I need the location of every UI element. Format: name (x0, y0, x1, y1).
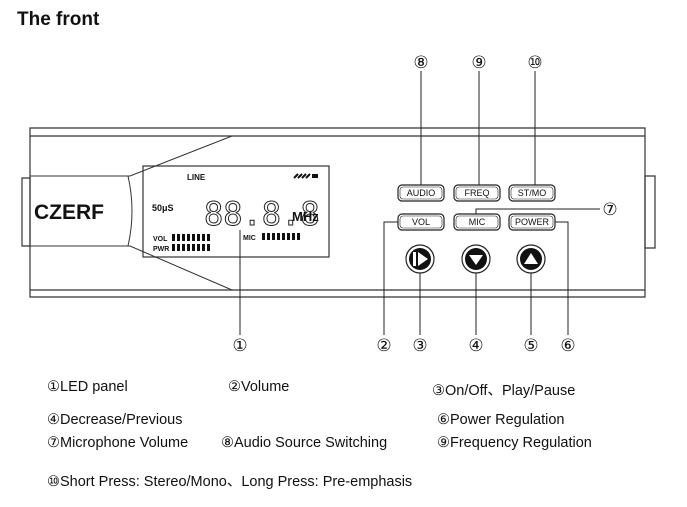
page-title: The front (17, 9, 100, 30)
lcd-panel: LINE 50μS 88.8.8 MHz VOL PWR MIC (142, 165, 330, 258)
lcd-vol-meter (172, 234, 210, 241)
legend-led-panel: ①LED panel (47, 379, 128, 395)
lcd-pre-emphasis: 50μS (152, 203, 174, 213)
down-arrow-icon (469, 255, 483, 265)
power-button-label: POWER (515, 217, 550, 227)
lcd-pwr-label: PWR (153, 246, 169, 253)
audio-button-label: AUDIO (407, 188, 436, 198)
freq-button-label: FREQ (464, 188, 489, 198)
mic-button-label: MIC (469, 217, 486, 227)
st-mo-button-label: ST/MO (518, 188, 547, 198)
legend-microphone-volume: ⑦Microphone Volume (47, 435, 189, 451)
legend-decrease: ④Decrease/Previous (47, 412, 183, 428)
callout-1: ① (232, 336, 247, 356)
callout-7: ⑦ (602, 200, 617, 220)
legend-on-off: ③On/Off、Play/Pause (432, 383, 576, 399)
legend-volume: ②Volume (228, 379, 290, 395)
callout-4: ④ (468, 336, 483, 356)
lcd-frequency-digits: 88.8.8 (204, 195, 320, 233)
lcd-line-label: LINE (187, 173, 206, 182)
leader-lines (239, 71, 600, 335)
up-arrow-icon (524, 253, 538, 264)
callout-6: ⑥ (560, 336, 575, 356)
device-body (21, 127, 656, 298)
lcd-mic-label: MIC (243, 235, 256, 242)
play-pause-icon (413, 252, 428, 266)
legend-power-regulation: ⑥Power Regulation (437, 412, 565, 428)
legend-audio-source: ⑧Audio Source Switching (221, 435, 388, 451)
mic-button[interactable] (453, 213, 501, 231)
lcd-mic-meter (262, 233, 300, 240)
vol-button-label: VOL (412, 217, 430, 227)
callout-10: ⑩ (527, 53, 542, 73)
legend-frequency: ⑨Frequency Regulation (437, 435, 592, 451)
lcd-signal-icon (293, 173, 318, 179)
play-pause-button[interactable] (405, 244, 435, 274)
lcd-pwr-meter (172, 244, 210, 251)
legend-stereo-mono: ⑩Short Press: Stereo/Mono、Long Press: Pr… (47, 474, 413, 490)
callout-9: ⑨ (471, 53, 486, 73)
lcd-vol-label: VOL (153, 236, 168, 243)
increase-button[interactable] (516, 244, 546, 274)
decrease-button[interactable] (461, 244, 491, 274)
st-mo-button[interactable] (508, 184, 556, 202)
lcd-unit: MHz (292, 209, 319, 224)
brand-logo: CZERF (34, 201, 104, 224)
callout-8: ⑧ (413, 53, 428, 73)
callout-5: ⑤ (523, 336, 538, 356)
callout-3: ③ (412, 336, 427, 356)
freq-button[interactable] (453, 184, 501, 202)
callout-2: ② (376, 336, 391, 356)
